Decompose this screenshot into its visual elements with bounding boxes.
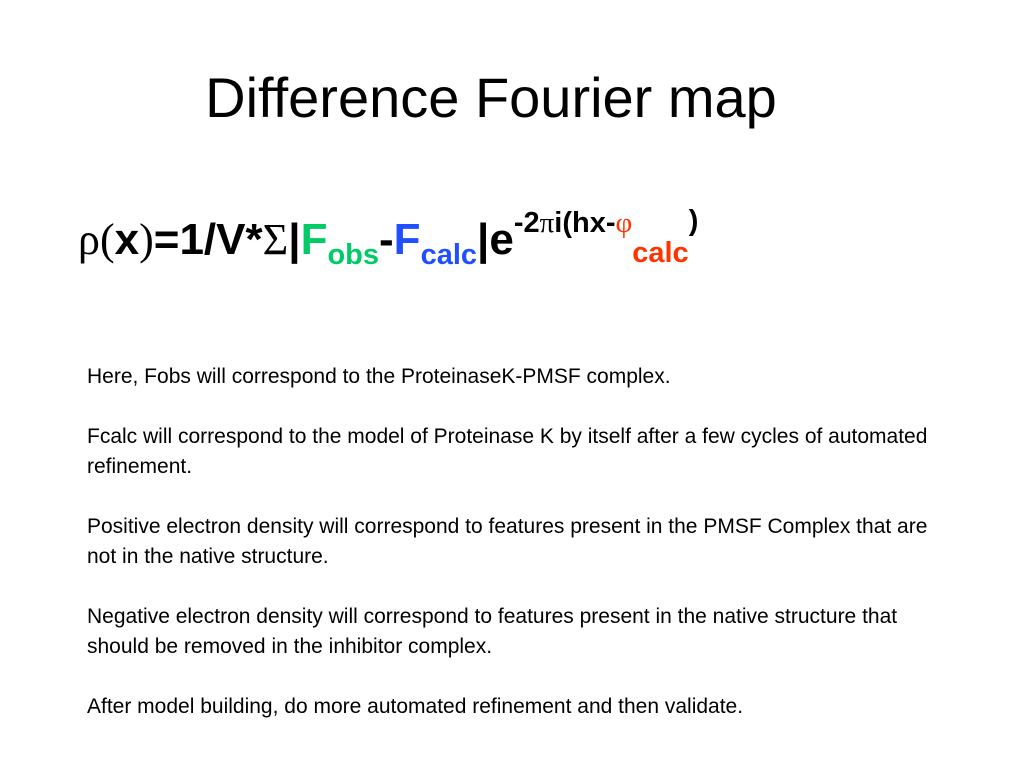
close-paren: )	[139, 215, 154, 264]
f-obs-subscript: obs	[327, 239, 380, 271]
exp-base: e	[489, 215, 514, 264]
exponent-close: )	[688, 205, 699, 237]
exponent-prefix: -2	[513, 207, 540, 239]
f-calc-main: F	[393, 215, 421, 264]
body-text: Here, Fobs will correspond to the Protei…	[87, 362, 947, 722]
equals-part: =1/V*	[153, 215, 263, 264]
difference-fourier-equation: ρ(x)=1/V*Σ|Fobs-Fcalc|e-2πi(hx-φcalc)	[78, 200, 698, 290]
f-obs: Fobs	[300, 215, 379, 271]
f-calc: Fcalc	[393, 215, 477, 271]
phi-calc: φcalc	[615, 207, 688, 269]
sigma-symbol: Σ	[262, 215, 289, 264]
f-obs-main: F	[300, 215, 328, 264]
exponent-mid: i(hx-	[554, 207, 616, 239]
paragraph-fcalc: Fcalc will correspond to the model of Pr…	[87, 425, 928, 478]
minus-sign: -	[379, 215, 394, 264]
x-variable: x	[114, 215, 140, 264]
abs-bar-close: |	[477, 215, 490, 264]
f-calc-subscript: calc	[420, 239, 478, 271]
phi-subscript: calc	[632, 237, 689, 269]
abs-bar-open: |	[288, 215, 301, 264]
slide-title: Difference Fourier map	[205, 66, 777, 129]
exponent: -2πi(hx-φcalc)	[513, 205, 699, 269]
paragraph-positive-density: Positive electron density will correspon…	[87, 515, 928, 568]
open-paren: (	[99, 215, 115, 264]
pi-symbol: π	[539, 207, 555, 239]
phi-symbol: φ	[615, 207, 633, 239]
paragraph-after-model-building: After model building, do more automated …	[87, 695, 744, 718]
paragraph-negative-density: Negative electron density will correspon…	[87, 605, 898, 658]
rho-symbol: ρ	[78, 215, 100, 264]
paragraph-fobs: Here, Fobs will correspond to the Protei…	[87, 365, 671, 388]
